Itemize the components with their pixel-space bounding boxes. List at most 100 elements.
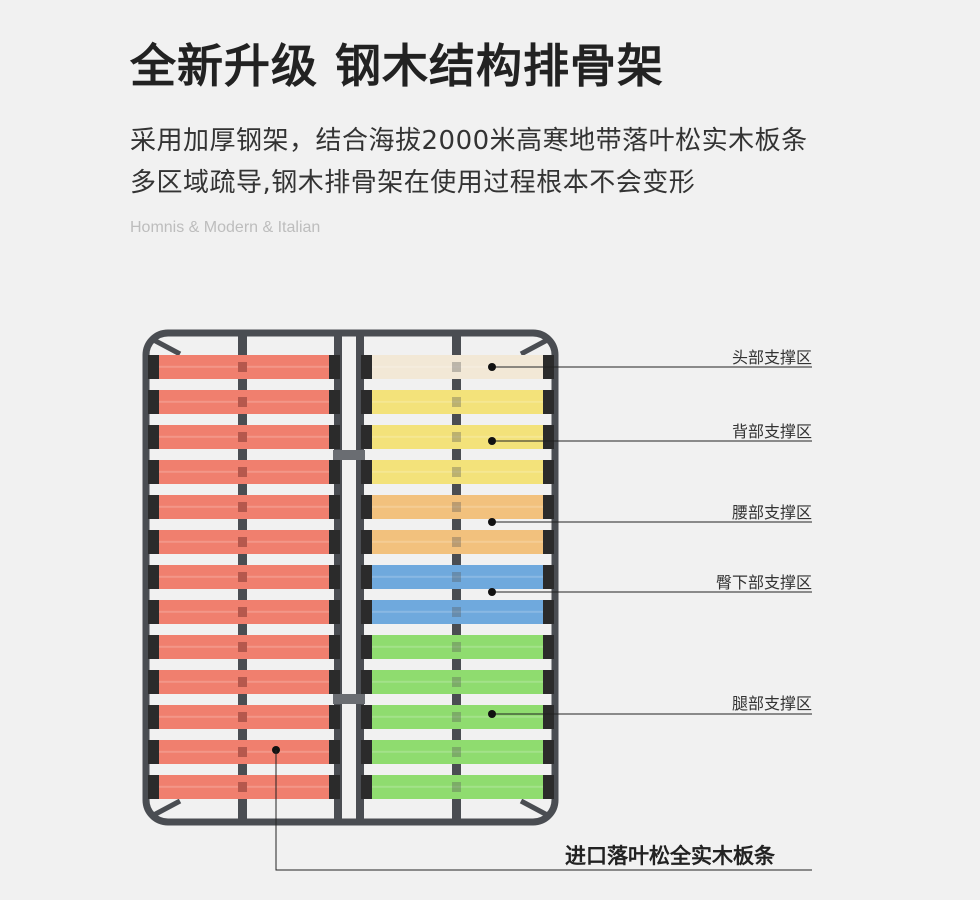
callout-dot-2 [488,518,496,526]
beam-mark [238,572,247,582]
slat-clip [361,705,373,729]
slat-clip [361,390,373,414]
beam-mark [452,432,461,442]
slat-clip [148,425,160,449]
slat-clip [148,670,160,694]
wood-grain [372,610,543,613]
slat-clip [542,705,554,729]
beam-mark [452,607,461,617]
beam-mark [452,537,461,547]
slat-clip [328,495,340,519]
slat-clip [542,565,554,589]
slat-clip [361,775,373,799]
beam-mark [452,677,461,687]
slat-clip [328,775,340,799]
wood-grain [372,540,543,543]
slat-clip [148,705,160,729]
beam-mark [452,747,461,757]
beam-mark [452,572,461,582]
beam-mark [238,362,247,372]
slat-clip [361,425,373,449]
beam-mark [452,712,461,722]
slat-clip [361,635,373,659]
callout-dot-4 [488,710,496,718]
beam-mark [452,782,461,792]
slat-clip [148,460,160,484]
wood-grain [372,400,543,403]
slat-clip [148,355,160,379]
wood-grain [372,715,543,718]
beam-mark [238,537,247,547]
callout-dot-1 [488,437,496,445]
slat-clip [148,530,160,554]
slat-clip [361,355,373,379]
slat-clip [328,390,340,414]
beam-mark [238,502,247,512]
beam-mark [452,397,461,407]
subtitle-line-2: 多区域疏导,钢木排骨架在使用过程根本不会变形 [130,168,696,198]
slat-clip [148,495,160,519]
beam-mark [452,362,461,372]
outer-steel-frame [142,329,559,826]
slat-clip [542,670,554,694]
wood-grain [372,365,543,368]
slat-clip [542,740,554,764]
slat-clip [361,530,373,554]
wood-grain [372,750,543,753]
slat-clip [361,565,373,589]
beam-mark [452,642,461,652]
brand-tagline: Homnis & Modern & Italian [130,219,321,236]
beam-mark [452,467,461,477]
corner-brace [148,335,182,357]
wood-grain [372,785,543,788]
beam-mark [238,712,247,722]
center-rail-right [356,336,364,819]
slat-clip [328,460,340,484]
slat-clip [542,530,554,554]
beam-mark [238,607,247,617]
slat-clip [328,565,340,589]
slat-clip [328,425,340,449]
slat-clip [542,495,554,519]
corner-brace [519,798,553,820]
wood-grain [372,435,543,438]
wood-slat-label: 进口落叶松全实木板条 [565,844,775,868]
beam-mark [238,397,247,407]
zone-label-leg: 腿部支撑区 [731,694,812,713]
callout-lines [272,363,812,871]
corner-brace [148,798,182,820]
subtitle-line-1: 采用加厚钢架，结合海拔2000米高寒地带落叶松实木板条 [130,126,808,156]
beam-mark [238,467,247,477]
callout-dot-0 [488,363,496,371]
zone-label-head: 头部支撑区 [731,348,812,367]
slat-clip [328,705,340,729]
center-bracket-upper [333,450,365,460]
slat-clip [328,670,340,694]
slat-clip [542,635,554,659]
slat-clip [542,460,554,484]
zone-label-back: 背部支撑区 [731,422,812,441]
slat-clip [148,635,160,659]
slat-clip [148,775,160,799]
slat-clip [328,600,340,624]
beam-mark [238,642,247,652]
beam-mark [452,502,461,512]
wood-grain [372,680,543,683]
beam-mark [238,782,247,792]
slat-clip [361,460,373,484]
slat-clip [328,635,340,659]
wood-grain [372,470,543,473]
slat-clip [148,740,160,764]
slat-clip [542,390,554,414]
slat-clip [328,355,340,379]
slat-clip [148,600,160,624]
slat-clip [361,600,373,624]
zone-label-hip: 臀下部支撑区 [715,573,812,592]
slat-clip [328,740,340,764]
slat-clip [542,600,554,624]
center-bracket-lower [333,694,365,704]
wood-grain [372,575,543,578]
slat-clip [361,670,373,694]
wood-grain [372,645,543,648]
